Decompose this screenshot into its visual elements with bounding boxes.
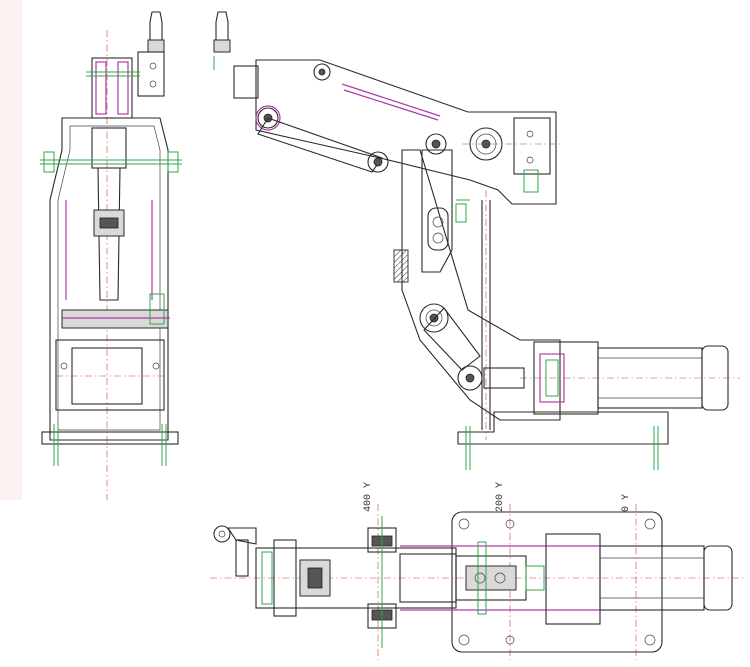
front-view	[213, 11, 740, 470]
dim-400y: 400 Y	[363, 482, 374, 512]
side-view-left	[40, 11, 182, 500]
dim-200y: 200 Y	[495, 482, 506, 512]
dim-0y: 0 Y	[621, 494, 632, 512]
top-view: 400 Y 200 Y 0 Y	[210, 482, 745, 660]
margin-tint	[0, 0, 22, 500]
